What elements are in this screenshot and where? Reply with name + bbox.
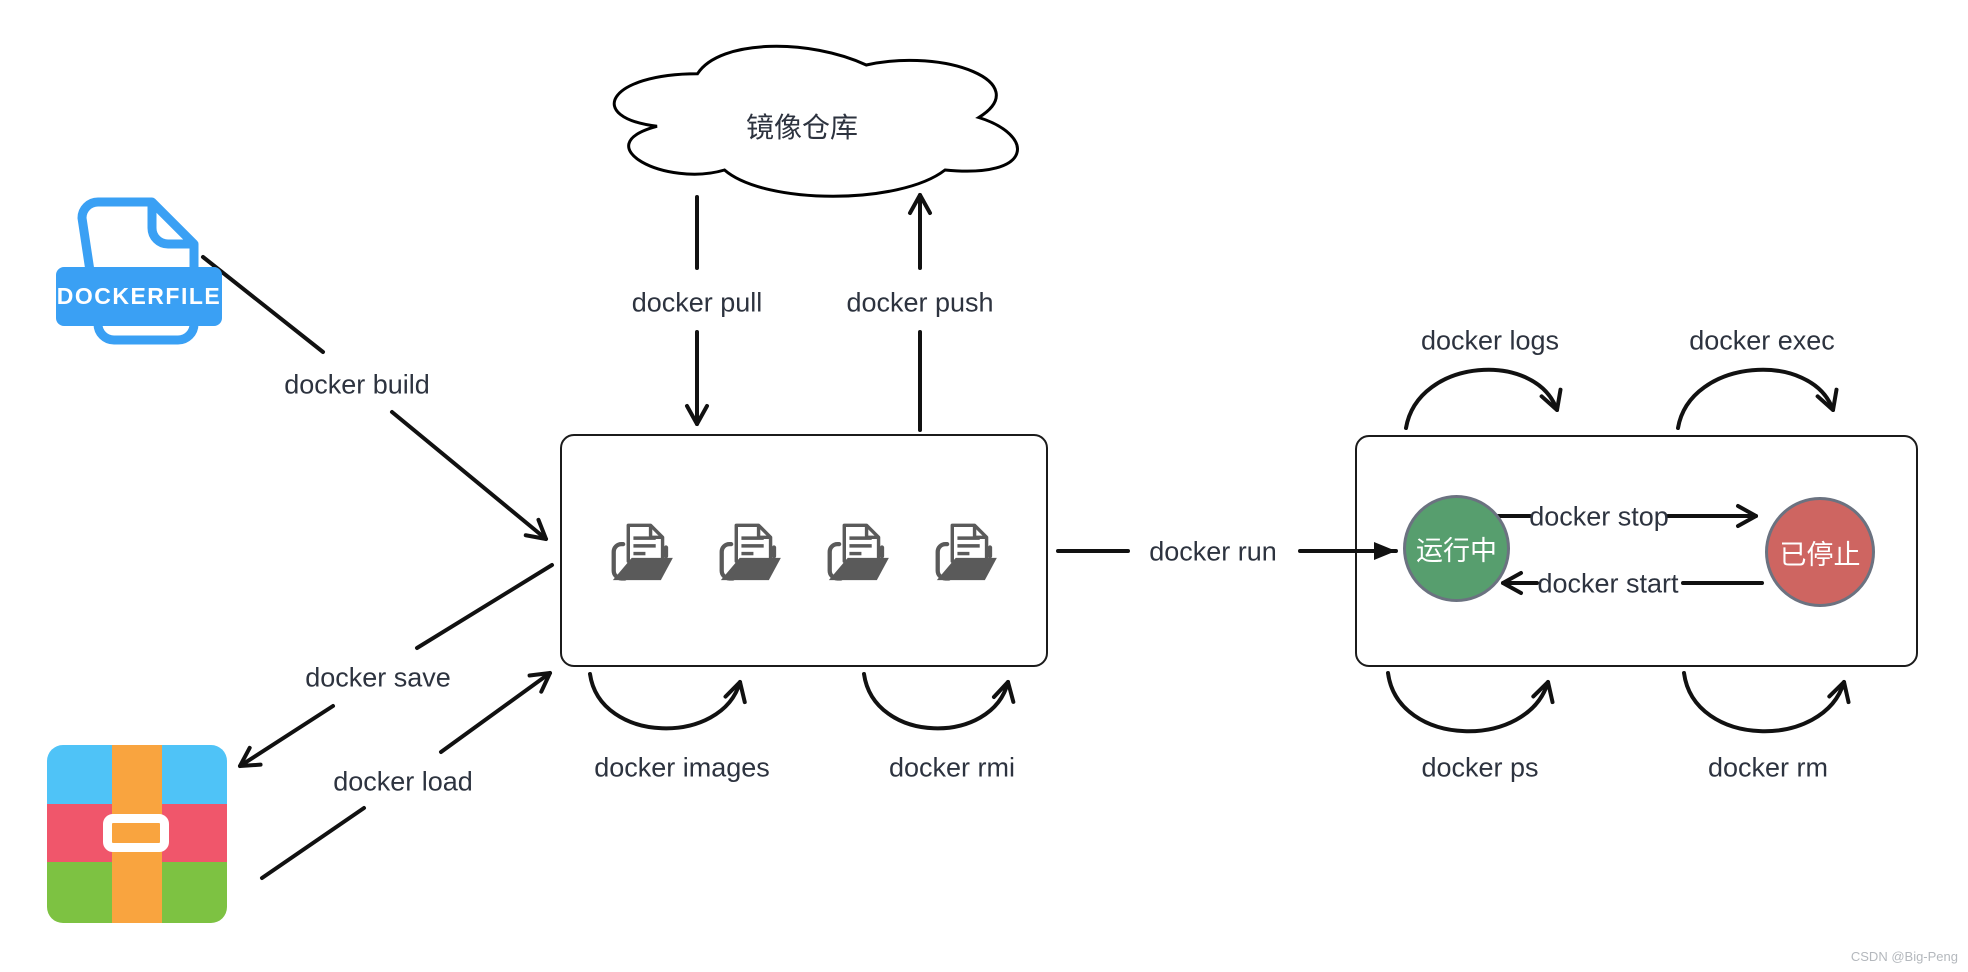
stopped-state-label: 已停止 [1779, 539, 1861, 570]
label-docker-start: docker start [1537, 568, 1679, 599]
dockerfile-banner: DOCKERFILE [56, 267, 222, 326]
arrow-docker-build [201, 255, 325, 354]
image-file-icon [714, 517, 786, 585]
arrow-docker-save-head [238, 704, 335, 768]
image-file-icon [606, 517, 678, 585]
label-docker-save: docker save [305, 662, 451, 693]
arc-docker-exec [1676, 367, 1839, 430]
image-file-icon [822, 517, 894, 585]
registry-cloud [612, 44, 1019, 198]
arrow-docker-save [415, 563, 554, 650]
label-docker-ps: docker ps [1421, 752, 1539, 783]
archive-buckle [103, 814, 169, 852]
arrow-docker-build-head [390, 410, 548, 541]
label-docker-pull: docker pull [631, 287, 763, 318]
registry-cloud-label: 镜像仓库 [745, 111, 859, 143]
label-docker-logs: docker logs [1420, 325, 1560, 356]
tar-archive-icon [47, 745, 227, 923]
image-icons-row [560, 434, 1048, 667]
label-docker-exec: docker exec [1689, 325, 1835, 356]
label-docker-stop: docker stop [1529, 501, 1669, 532]
label-docker-rm: docker rm [1707, 752, 1829, 783]
label-docker-run: docker run [1149, 536, 1277, 567]
arc-docker-images [588, 672, 747, 731]
label-docker-build: docker build [284, 369, 430, 400]
running-state-circle: 运行中 [1403, 495, 1510, 602]
label-docker-load: docker load [333, 766, 473, 797]
stopped-state-circle: 已停止 [1765, 497, 1875, 607]
label-docker-push: docker push [846, 287, 994, 318]
arc-docker-rmi [862, 672, 1016, 731]
arrow-docker-load [260, 806, 366, 880]
running-state-label: 运行中 [1416, 536, 1497, 566]
dockerfile-icon: DOCKERFILE [56, 190, 222, 360]
arc-docker-ps [1386, 671, 1555, 734]
label-docker-images: docker images [594, 752, 770, 783]
arc-docker-rm [1682, 671, 1851, 734]
arc-docker-logs [1404, 367, 1563, 430]
image-file-icon [930, 517, 1002, 585]
watermark: CSDN @Big-Peng [1850, 949, 1958, 964]
arrow-docker-load-head [439, 671, 552, 754]
label-docker-rmi: docker rmi [888, 752, 1016, 783]
